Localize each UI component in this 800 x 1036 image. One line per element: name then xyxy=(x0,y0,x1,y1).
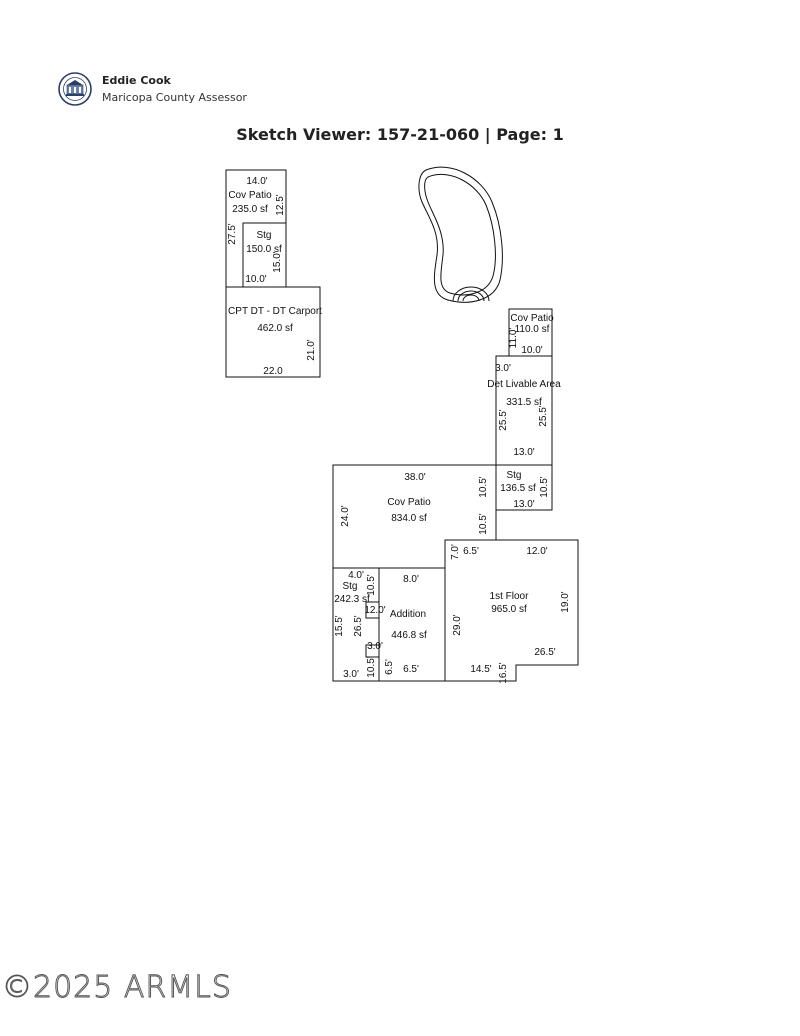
area-label: 1st Floor xyxy=(490,591,530,602)
area-label: Addition xyxy=(390,609,426,620)
pool-inner-outline xyxy=(424,173,496,296)
dimension-label: 3.0' xyxy=(367,641,383,652)
dimension-label: 7.0' xyxy=(450,544,461,560)
carport-outline xyxy=(225,286,321,378)
dimension-label: 8.0' xyxy=(403,574,419,585)
area-label: Cov Patio xyxy=(510,313,554,324)
dimension-label: 13.0' xyxy=(513,499,534,510)
dimension-label: 11.0' xyxy=(508,328,519,349)
area-label: Stg xyxy=(506,470,521,481)
dimension-label: 25.5' xyxy=(538,405,549,426)
dimension-label: 6.5' xyxy=(384,659,395,675)
dimension-label: 3.0' xyxy=(495,363,511,374)
pool-outline xyxy=(418,166,503,303)
dimension-label: 24.0' xyxy=(340,505,351,526)
dimension-label: 3.0' xyxy=(343,669,359,680)
dimension-label: 25.5' xyxy=(498,409,509,430)
assessor-name: Eddie Cook xyxy=(102,74,171,87)
dimension-label: 29.0' xyxy=(452,614,463,635)
page-title: Sketch Viewer: 157-21-060 | Page: 1 xyxy=(236,125,564,144)
dimension-label: 19.0' xyxy=(560,591,571,612)
dimension-label: 6.5' xyxy=(463,546,479,557)
dimension-label: 26.5' xyxy=(353,615,364,636)
dimension-label: 38.0' xyxy=(404,472,425,483)
area-label: Stg xyxy=(342,581,357,592)
area-value: 462.0 sf xyxy=(257,323,293,334)
area-value: 331.5 sf xyxy=(506,397,542,408)
area-label: CPT DT - DT Carport xyxy=(228,306,322,317)
area-value: 446.8 sf xyxy=(391,630,427,641)
watermark-footer: ©2025 ARMLS xyxy=(2,970,232,1006)
area-value: 242.3 sf xyxy=(334,594,370,605)
addition-outline xyxy=(365,567,446,682)
area-label: Cov Patio xyxy=(387,497,431,508)
dimension-label: 27.5' xyxy=(227,223,238,244)
dimension-label: 12.0' xyxy=(364,605,385,616)
dimension-label: 10.0' xyxy=(245,274,266,285)
dimension-label: 12.0' xyxy=(526,546,547,557)
dimension-label: 15.0' xyxy=(272,251,283,272)
dimension-label: 10.0' xyxy=(521,345,542,356)
dimension-label: 10.5' xyxy=(539,476,550,497)
dimension-label: 6.5' xyxy=(403,664,419,675)
dimension-label: 13.0' xyxy=(513,447,534,458)
dimension-label: 22.0 xyxy=(263,366,283,377)
area-label: Det Livable Area xyxy=(487,379,561,390)
county-seal-icon xyxy=(58,72,92,106)
area-value: 150.0 sf xyxy=(246,244,282,255)
dimension-label: 21.0' xyxy=(306,339,317,360)
dimension-label: 14.5' xyxy=(470,664,491,675)
area-value: 834.0 sf xyxy=(391,513,427,524)
dimension-label: 10.5' xyxy=(478,513,489,534)
area-label: Stg xyxy=(256,230,271,241)
assessor-office: Maricopa County Assessor xyxy=(102,91,247,104)
area-value: 110.0 sf xyxy=(515,324,550,335)
pool-steps xyxy=(452,286,490,302)
dimension-label: 16.5' xyxy=(498,662,509,683)
dimension-label: 10.5' xyxy=(366,656,377,677)
dimension-label: 15.5' xyxy=(334,615,345,636)
area-value: 235.0 sf xyxy=(232,204,268,215)
dimension-label: 4.0' xyxy=(348,570,364,581)
dimension-label: 12.5' xyxy=(275,194,286,215)
dimension-label: 26.5' xyxy=(534,647,555,658)
area-value: 965.0 sf xyxy=(491,604,527,615)
dimension-label: 10.5' xyxy=(478,476,489,497)
area-value: 136.5 sf xyxy=(500,483,536,494)
area-label: Cov Patio xyxy=(228,190,272,201)
dimension-label: 10.5' xyxy=(366,574,377,595)
dimension-label: 14.0' xyxy=(246,176,267,187)
